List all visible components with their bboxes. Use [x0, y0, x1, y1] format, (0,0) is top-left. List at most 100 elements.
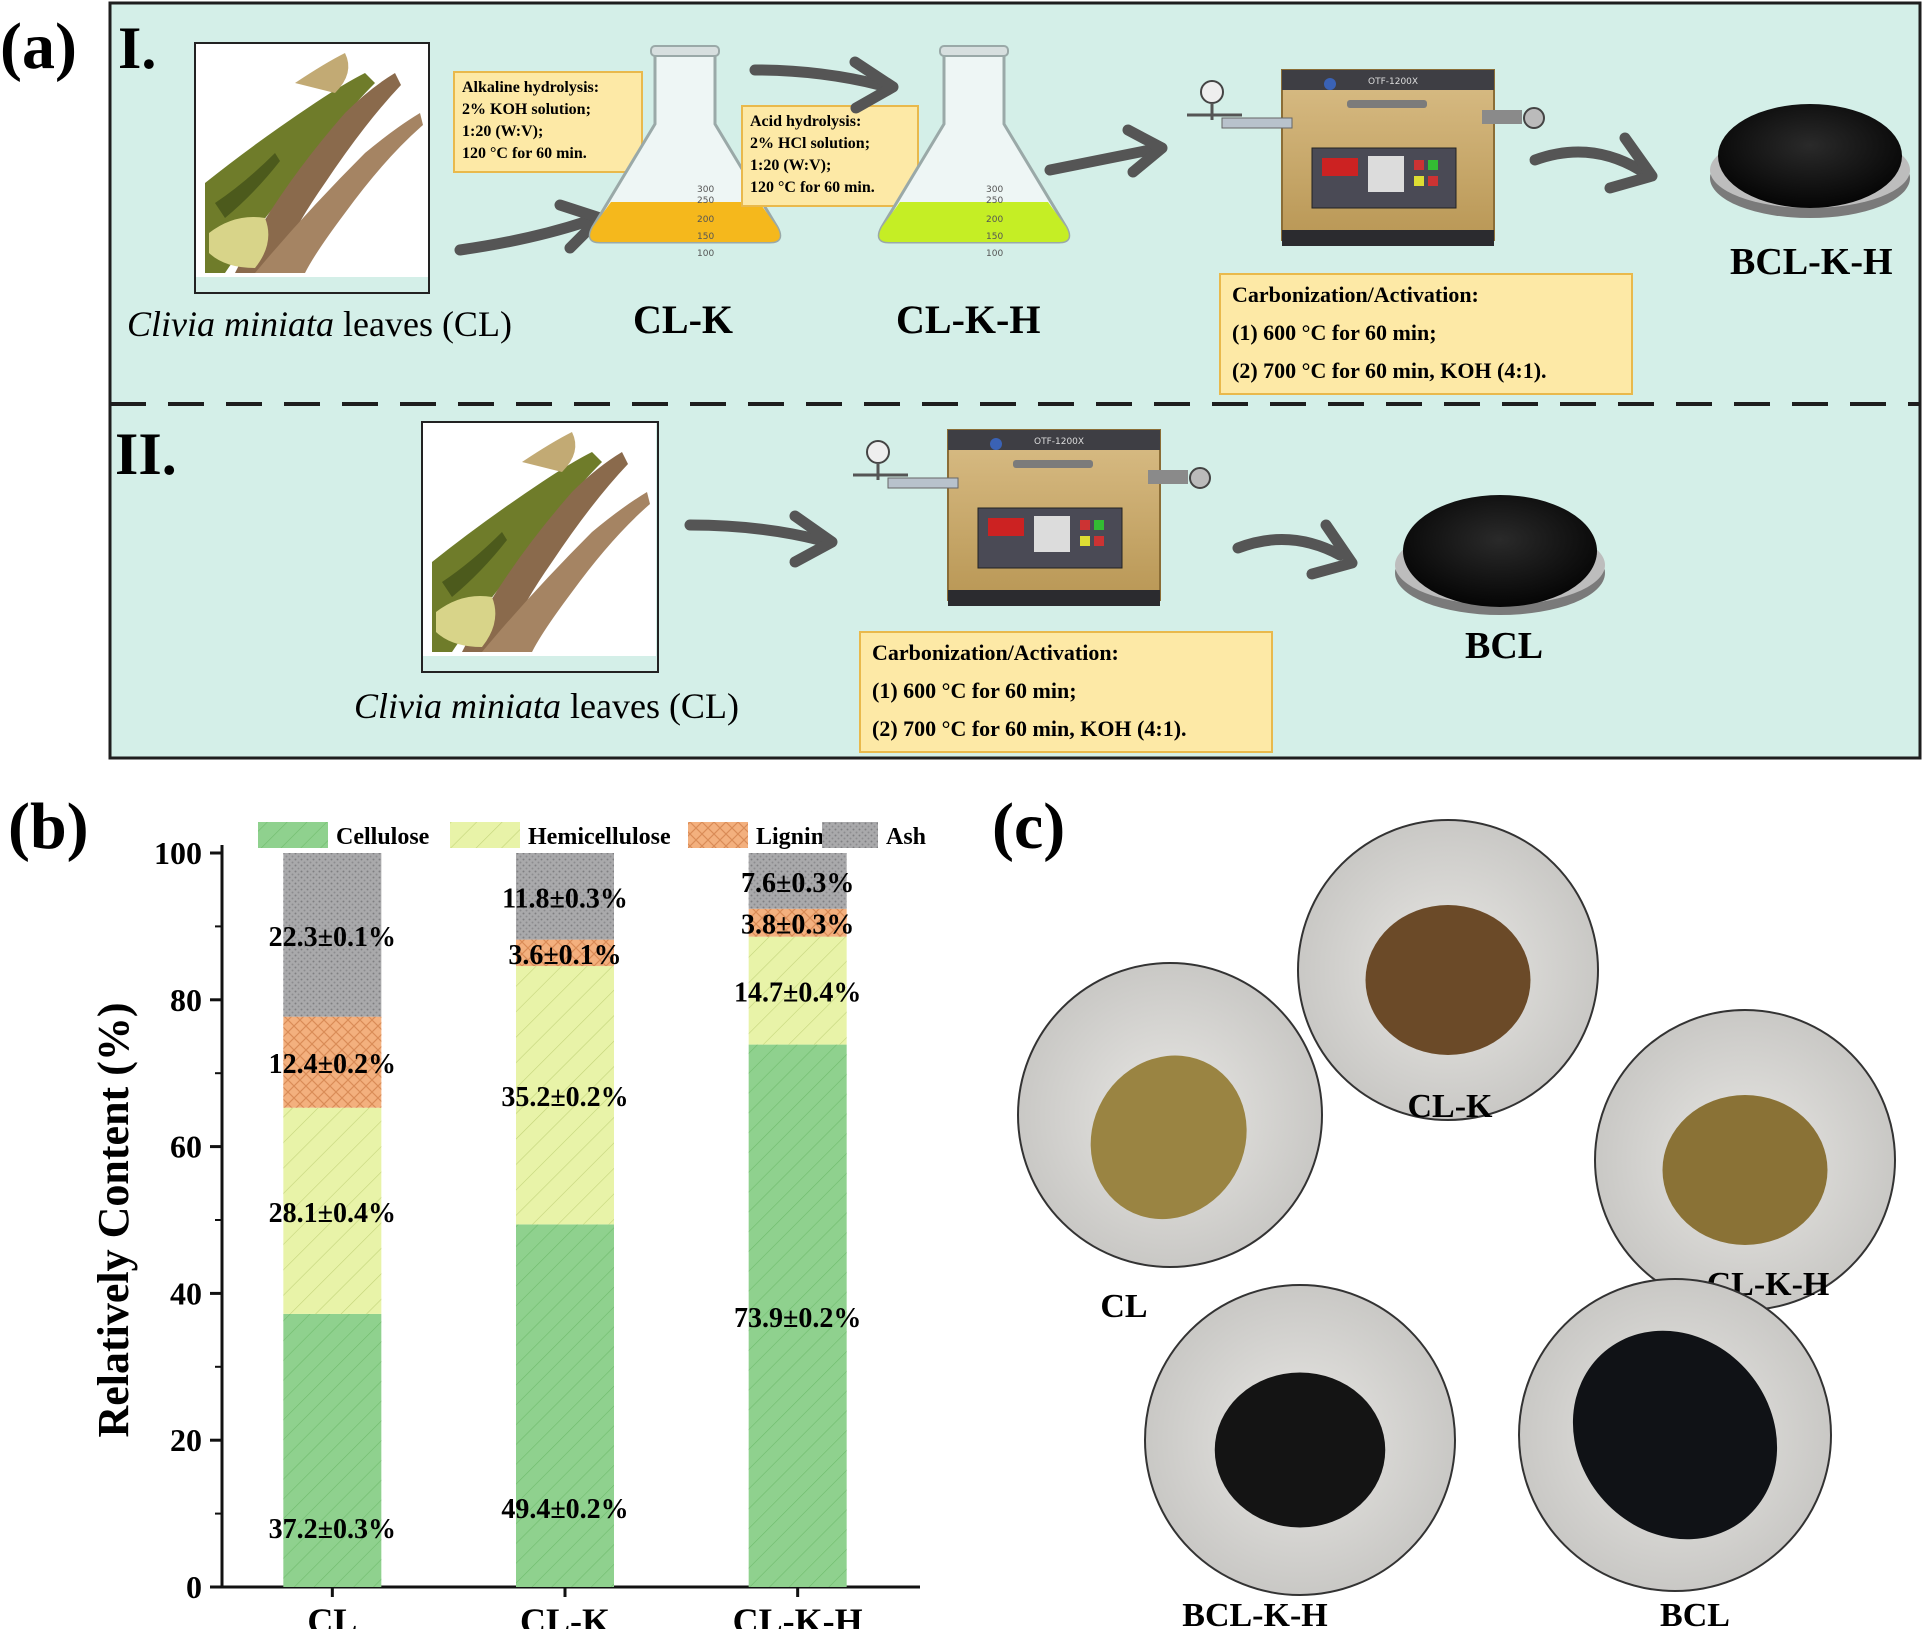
- alkaline-hydrolysis-note: Alkaline hydrolysis: 2% KOH solution; 1:…: [462, 79, 603, 162]
- acid-hydrolysis-note: Acid hydrolysis: 2% HCl solution; 1:20 (…: [750, 113, 875, 196]
- arrow-icon: [749, 64, 886, 91]
- carbonization-note-box: [859, 631, 1273, 753]
- carbonization-note: Carbonization/Activation: (1) 600 °C for…: [872, 640, 1187, 741]
- arrow-icon: [454, 216, 591, 256]
- arrow-icon: [1044, 144, 1156, 176]
- legend-swatch-pattern: [258, 822, 328, 848]
- x-tick-label: CL-K: [520, 1601, 610, 1629]
- svg-text:250: 250: [986, 196, 1003, 206]
- panel-a-label: (a): [0, 10, 77, 83]
- carbonization-note: Carbonization/Activation: (1) 600 °C for…: [1232, 282, 1547, 383]
- powder-sample: [1214, 1372, 1386, 1528]
- y-tick-label: 40: [170, 1275, 202, 1311]
- alkaline-hydrolysis-note-box: [453, 71, 643, 173]
- panel-b-label: (b): [8, 790, 89, 863]
- leaf-photo: [194, 42, 430, 294]
- panel-c-label: (c): [992, 790, 1065, 863]
- bar-segment-pattern: [283, 1313, 382, 1587]
- bar-segment-pattern: [748, 908, 847, 937]
- data-label: 12.4±0.2%: [269, 1049, 396, 1080]
- svg-text:200: 200: [986, 215, 1003, 225]
- data-label: 14.7±0.4%: [734, 978, 861, 1009]
- flask-cl-k-h-label: CL-K-H: [896, 297, 1040, 342]
- bar-segment-pattern: [283, 1016, 382, 1108]
- tube-furnace-icon: OTF-1200X: [1187, 69, 1545, 246]
- legend-swatch-pattern: [822, 822, 878, 848]
- svg-text:250: 250: [697, 196, 714, 206]
- x-tick-label: CL: [307, 1601, 357, 1629]
- powder-sample: [1572, 1330, 1778, 1540]
- legend-swatch-pattern: [450, 822, 520, 848]
- row-one-label: I.: [118, 15, 156, 81]
- svg-text:100: 100: [986, 249, 1003, 259]
- product-bcl-k-h-label: BCL-K-H: [1730, 241, 1893, 283]
- arrow-head-icon: [849, 56, 899, 114]
- legend-label: Hemicellulose: [528, 824, 671, 850]
- arrow-head-icon: [1306, 519, 1358, 580]
- svg-text:200: 200: [697, 215, 714, 225]
- y-tick-label: 20: [170, 1422, 202, 1458]
- svg-text:300: 300: [986, 185, 1003, 195]
- data-label: 35.2±0.2%: [501, 1082, 628, 1113]
- panel-a: (a) I. Clivia miniata leaves (CL) Alkali…: [0, 1, 1922, 760]
- data-label: 7.6±0.3%: [741, 868, 854, 899]
- leaf-photo: [421, 421, 659, 673]
- svg-text:OTF-1200X: OTF-1200X: [1034, 437, 1084, 447]
- leaf-caption: Clivia miniata leaves (CL): [127, 304, 512, 344]
- bar-segment-pattern: [748, 853, 847, 909]
- bar-segment-pattern: [516, 1224, 614, 1587]
- leaf-caption: Clivia miniata leaves (CL): [354, 686, 739, 726]
- y-tick-label: 60: [170, 1129, 202, 1165]
- y-tick-label: 0: [186, 1569, 202, 1605]
- carbon-dish-icon: [1710, 104, 1910, 218]
- acid-hydrolysis-note-box: [741, 105, 919, 207]
- bar-segment-pattern: [283, 1107, 382, 1314]
- y-tick-label: 100: [154, 835, 202, 871]
- powder-sample: [1090, 1055, 1247, 1220]
- data-label: 3.8±0.3%: [741, 910, 854, 941]
- svg-text:100: 100: [697, 249, 714, 259]
- legend-label: Cellulose: [336, 824, 430, 850]
- arrow-head-icon: [1604, 132, 1658, 194]
- flask-icon: 300 250 200 150 100: [588, 45, 782, 259]
- arrow-head-icon: [1122, 124, 1168, 178]
- svg-text:150: 150: [697, 232, 714, 242]
- sample-label: BCL-K-H: [1182, 1597, 1327, 1629]
- arrow-icon: [684, 519, 826, 546]
- data-label: 37.2±0.3%: [269, 1514, 396, 1545]
- svg-text:OTF-1200X: OTF-1200X: [1368, 77, 1418, 87]
- bar-segment-pattern: [283, 853, 382, 1017]
- svg-text:300: 300: [697, 185, 714, 195]
- arrow-icon: [1529, 146, 1646, 176]
- powder-sample: [1365, 905, 1531, 1055]
- arrow-icon: [1232, 534, 1346, 561]
- carbonization-note-box: [1219, 273, 1633, 395]
- sample-label: CL: [1100, 1288, 1147, 1325]
- row-two-label: II.: [115, 421, 177, 487]
- legend-label: Lignin: [756, 824, 824, 850]
- sample-label: CL-K: [1408, 1088, 1494, 1125]
- flask-icon: 300 250 200 150 100: [877, 45, 1071, 259]
- data-label: 22.3±0.1%: [269, 922, 396, 953]
- tube-furnace-icon: OTF-1200X: [853, 429, 1211, 606]
- data-label: 49.4±0.2%: [501, 1494, 628, 1525]
- bar-segment-pattern: [516, 966, 614, 1225]
- data-label: 3.6±0.1%: [508, 940, 621, 971]
- legend-label: Ash: [886, 824, 926, 850]
- arrow-head-icon: [789, 510, 838, 568]
- svg-text:150: 150: [986, 232, 1003, 242]
- flask-cl-k-label: CL-K: [633, 297, 733, 342]
- powder-sample: [1662, 1095, 1828, 1245]
- bar-segment-pattern: [516, 939, 614, 967]
- y-axis-label: Relatively Content (%): [89, 1002, 138, 1437]
- sample-label: BCL: [1660, 1597, 1730, 1629]
- x-tick-label: CL-K-H: [733, 1601, 863, 1629]
- data-label: 11.8±0.3%: [502, 883, 628, 914]
- data-label: 28.1±0.4%: [269, 1198, 396, 1229]
- bar-segment-pattern: [748, 936, 847, 1045]
